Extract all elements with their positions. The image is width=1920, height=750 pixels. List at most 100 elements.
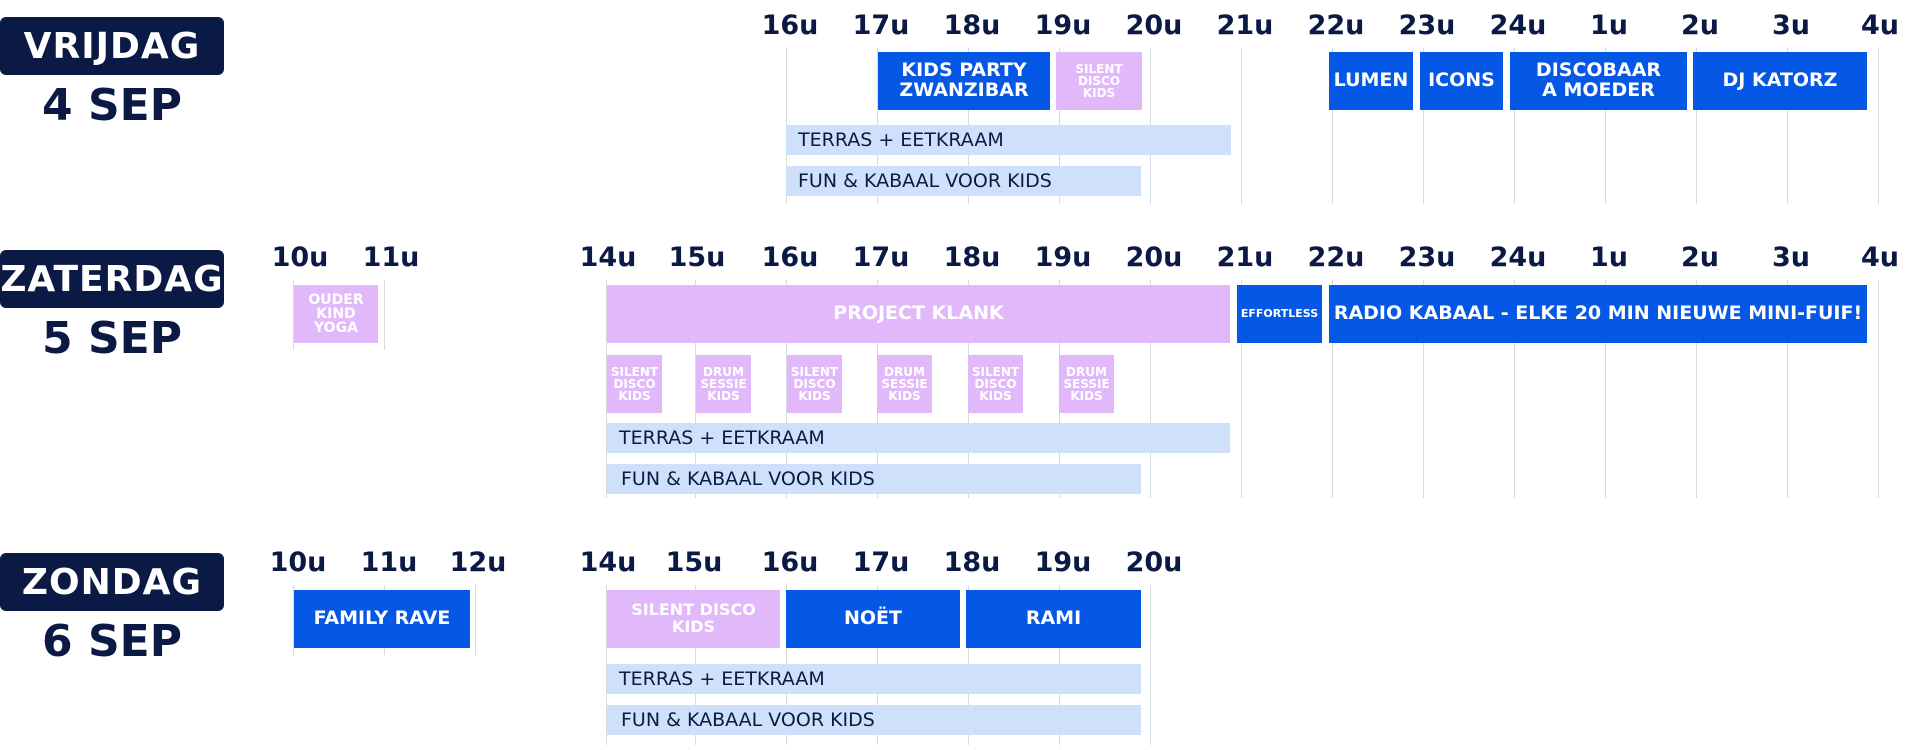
event-block[interactable]: SILENT DISCO KIDS xyxy=(607,590,780,648)
hour-label: 4u xyxy=(1860,242,1899,273)
gridline xyxy=(1150,280,1151,498)
hour-label: 12u xyxy=(449,547,507,578)
day-date: 6 SEP xyxy=(42,616,182,667)
hour-label: 16u xyxy=(761,547,819,578)
hour-label: 3u xyxy=(1771,242,1810,273)
hour-label: 11u xyxy=(360,547,418,578)
gridline xyxy=(1423,280,1424,498)
event-block[interactable]: FAMILY RAVE xyxy=(294,590,470,648)
gridline xyxy=(1241,280,1242,498)
event-block[interactable]: DRUM SESSIE KIDS xyxy=(696,355,751,413)
hour-label: 15u xyxy=(665,547,723,578)
day-name: ZATERDAG xyxy=(0,250,224,308)
event-block[interactable]: OUDER KIND YOGA xyxy=(294,285,378,343)
hour-label: 21u xyxy=(1216,10,1274,41)
hour-label: 20u xyxy=(1125,547,1183,578)
gridline xyxy=(1514,48,1515,204)
event-block[interactable]: RAMI xyxy=(966,590,1141,648)
hour-label: 18u xyxy=(943,10,1001,41)
gridline xyxy=(1241,48,1242,204)
gridline xyxy=(1878,48,1879,204)
gridline xyxy=(1332,48,1333,204)
day-date: 5 SEP xyxy=(42,313,182,364)
kids-bar: FUN & KABAAL VOOR KIDS xyxy=(607,705,1141,735)
hour-label: 20u xyxy=(1125,10,1183,41)
gridline xyxy=(475,585,476,655)
event-block[interactable]: DRUM SESSIE KIDS xyxy=(877,355,932,413)
event-block[interactable]: SILENT DISCO KIDS xyxy=(1056,52,1142,110)
hour-label: 19u xyxy=(1034,10,1092,41)
event-block[interactable]: KIDS PARTY ZWANZIBAR xyxy=(878,52,1050,110)
hour-label: 1u xyxy=(1589,10,1628,41)
gridline xyxy=(1332,280,1333,498)
gridline xyxy=(293,280,294,350)
hour-label: 4u xyxy=(1860,10,1899,41)
gridline xyxy=(695,280,696,498)
hour-label: 21u xyxy=(1216,242,1274,273)
kids-bar: FUN & KABAAL VOOR KIDS xyxy=(786,166,1141,196)
hour-label: 22u xyxy=(1307,10,1365,41)
hour-label: 14u xyxy=(579,242,637,273)
terras-bar: TERRAS + EETKRAAM xyxy=(607,423,1230,453)
event-block[interactable]: ICONS xyxy=(1420,52,1503,110)
hour-label: 10u xyxy=(269,547,327,578)
hour-label: 17u xyxy=(852,10,910,41)
hour-label: 11u xyxy=(362,242,420,273)
gridline xyxy=(293,585,294,655)
event-block[interactable]: NOËT xyxy=(786,590,960,648)
hour-label: 17u xyxy=(852,547,910,578)
hour-label: 2u xyxy=(1680,242,1719,273)
hour-label: 19u xyxy=(1034,242,1092,273)
hour-label: 22u xyxy=(1307,242,1365,273)
hour-label: 18u xyxy=(943,242,1001,273)
hour-label: 16u xyxy=(761,10,819,41)
gridline xyxy=(1605,48,1606,204)
gridline xyxy=(1696,48,1697,204)
hour-label: 24u xyxy=(1489,242,1547,273)
terras-bar: TERRAS + EETKRAAM xyxy=(786,125,1231,155)
event-block[interactable]: SILENT DISCO KIDS xyxy=(787,355,842,413)
event-block[interactable]: LUMEN xyxy=(1329,52,1413,110)
gridline xyxy=(786,280,787,498)
event-block[interactable]: DISCOBAAR A MOEDER xyxy=(1510,52,1687,110)
day-friday: VRIJDAG 4 SEP 16u 17u 18u 19u 20u 21u 22… xyxy=(0,0,1920,210)
gridline xyxy=(606,585,607,745)
hour-label: 16u xyxy=(761,242,819,273)
hour-label: 18u xyxy=(943,547,1001,578)
gridline xyxy=(1150,585,1151,745)
hour-label: 14u xyxy=(579,547,637,578)
hour-label: 10u xyxy=(271,242,329,273)
event-block[interactable]: DJ KATORZ xyxy=(1693,52,1867,110)
hour-label: 23u xyxy=(1398,242,1456,273)
gridline xyxy=(1696,280,1697,498)
terras-bar: TERRAS + EETKRAAM xyxy=(607,664,1141,694)
gridline xyxy=(384,280,385,350)
event-block[interactable]: RADIO KABAAL - ELKE 20 MIN NIEUWE MINI-F… xyxy=(1329,285,1867,343)
hour-label: 20u xyxy=(1125,242,1183,273)
day-date: 4 SEP xyxy=(42,80,182,131)
gridline xyxy=(1787,280,1788,498)
day-name: VRIJDAG xyxy=(0,17,224,75)
gridline xyxy=(1787,48,1788,204)
hour-label: 2u xyxy=(1680,10,1719,41)
gridline xyxy=(1605,280,1606,498)
hour-label: 19u xyxy=(1034,547,1092,578)
hour-label: 1u xyxy=(1589,242,1628,273)
hour-label: 17u xyxy=(852,242,910,273)
day-name: ZONDAG xyxy=(0,553,224,611)
gridline xyxy=(606,280,607,498)
event-block[interactable]: SILENT DISCO KIDS xyxy=(607,355,662,413)
gridline xyxy=(1878,280,1879,498)
hour-label: 24u xyxy=(1489,10,1547,41)
kids-bar: FUN & KABAAL VOOR KIDS xyxy=(607,464,1141,494)
event-block[interactable]: EFFORTLESS xyxy=(1237,285,1322,343)
hour-label: 23u xyxy=(1398,10,1456,41)
event-block[interactable]: SILENT DISCO KIDS xyxy=(968,355,1023,413)
hour-label: 3u xyxy=(1771,10,1810,41)
event-block[interactable]: PROJECT KLANK xyxy=(607,285,1230,343)
hour-label: 15u xyxy=(668,242,726,273)
event-block[interactable]: DRUM SESSIE KIDS xyxy=(1059,355,1114,413)
gridline xyxy=(1423,48,1424,204)
day-saturday: ZATERDAG 5 SEP 10u 11u 14u 15u 16u 17u 1… xyxy=(0,242,1899,498)
